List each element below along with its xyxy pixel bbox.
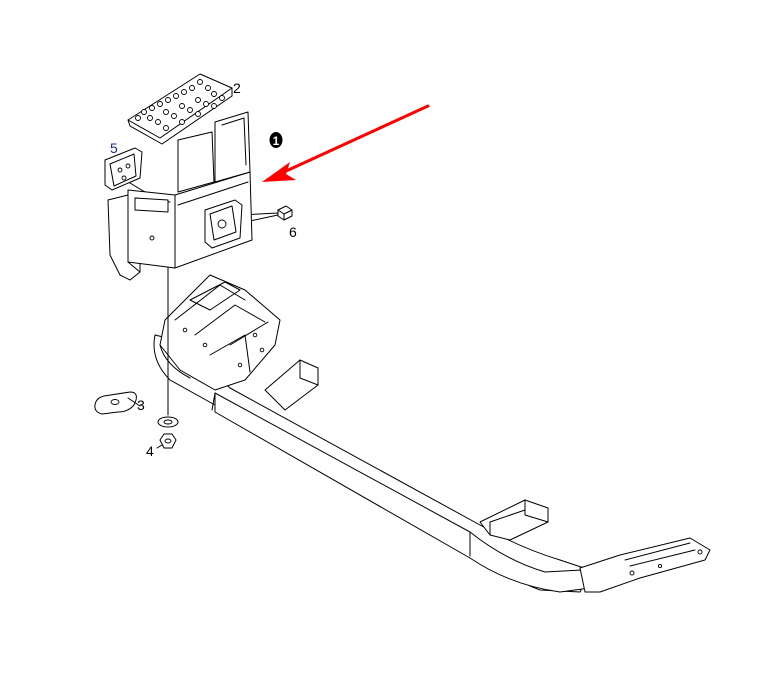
callout-3: 3 (137, 397, 145, 413)
washer-and-nut (156, 416, 179, 449)
callout-5: 5 (110, 140, 118, 156)
callout-6: 6 (289, 224, 297, 240)
mounting-plate (94, 391, 141, 415)
clip-part (277, 205, 293, 221)
callout-2: 2 (233, 80, 241, 96)
callout-1-marker: 1 (269, 132, 283, 148)
bumper-beam (153, 274, 711, 593)
callout-4: 4 (146, 443, 154, 459)
marker-lamp (104, 147, 143, 191)
tread-holes (135, 79, 225, 131)
step-box-assembly (107, 73, 253, 281)
callout-1: 1 (273, 134, 280, 148)
red-pointer-arrow (262, 104, 430, 182)
